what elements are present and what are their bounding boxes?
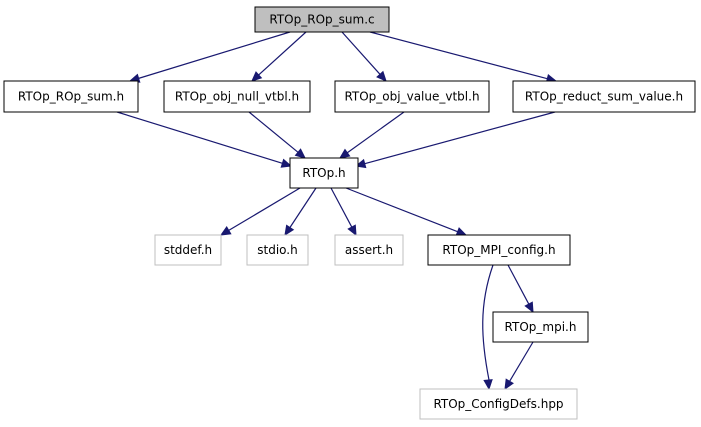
edge-n5-to-n6 [219,187,301,236]
node-box[interactable] [3,80,139,113]
edge-line [289,187,317,228]
node-box[interactable] [289,157,359,189]
node-n6[interactable]: stddef.h [154,234,222,266]
node-box[interactable] [427,234,571,266]
node-label: RTOp_mpi.h [505,320,577,334]
node-n2[interactable]: RTOp_obj_null_vtbl.h [163,80,311,113]
edge-arrowhead [219,226,232,236]
node-box[interactable] [254,6,390,33]
edge-line [507,264,530,305]
edge-arrowhead [376,70,387,82]
node-label: RTOp_MPI_config.h [442,243,555,257]
edge-n10-to-n11 [504,341,534,391]
node-label: stddef.h [164,243,212,257]
edge-n2-to-n5 [248,111,306,159]
edge-arrowhead [339,148,351,159]
node-n7[interactable]: stdio.h [246,234,309,266]
node-n8[interactable]: assert.h [334,234,404,266]
node-box[interactable] [419,388,578,420]
edge-n0-to-n1 [128,31,291,83]
edge-arrowhead [504,378,514,391]
node-n11[interactable]: RTOp_ConfigDefs.hpp [419,388,578,420]
node-n5[interactable]: RTOp.h [289,157,359,189]
edge-n9-to-n11 [482,264,494,391]
edge-arrowhead [483,379,493,391]
node-label: assert.h [345,243,393,257]
node-label: RTOp.h [302,166,345,180]
node-label: RTOp_obj_value_vtbl.h [344,90,479,104]
edge-arrowhead [524,301,534,314]
edge-n0-to-n3 [341,31,387,82]
edge-n0-to-n4 [369,31,558,84]
edge-line [116,111,283,164]
node-n10[interactable]: RTOp_mpi.h [492,311,589,343]
node-n1[interactable]: RTOp_ROp_sum.h [3,80,139,113]
edge-line [228,187,301,231]
edge-line [482,264,494,381]
node-box[interactable] [512,80,696,113]
node-label: stdio.h [257,243,297,257]
edge-line [369,31,548,80]
edge-line [346,111,405,154]
node-box[interactable] [154,234,222,266]
node-box[interactable] [334,234,404,266]
node-box[interactable] [334,80,490,113]
node-label: RTOp_ROp_sum.h [18,90,124,104]
edges-layer [116,31,558,391]
edge-n0-to-n2 [251,31,307,82]
edge-arrowhead [347,224,357,237]
edge-arrowhead [280,158,293,168]
edge-line [248,111,299,153]
edge-line [341,31,381,75]
node-label: RTOp_obj_null_vtbl.h [175,90,299,104]
node-n3[interactable]: RTOp_obj_value_vtbl.h [334,80,490,113]
node-label: RTOp_reduct_sum_value.h [525,90,683,104]
node-n9[interactable]: RTOp_MPI_config.h [427,234,571,266]
edge-n9-to-n10 [507,264,534,314]
edge-line [509,341,534,382]
edge-arrowhead [284,224,295,237]
edge-n1-to-n5 [116,111,293,168]
edge-arrowhead [294,148,306,159]
node-label: RTOp_ConfigDefs.hpp [433,397,563,411]
edge-n4-to-n5 [354,111,556,169]
edge-arrowhead [251,71,263,82]
node-box[interactable] [492,311,589,343]
edge-line [330,187,353,228]
edge-line [138,31,291,79]
node-n0[interactable]: RTOp_ROp_sum.c [254,6,390,33]
node-n4[interactable]: RTOp_reduct_sum_value.h [512,80,696,113]
node-box[interactable] [246,234,309,266]
edge-n5-to-n7 [284,187,317,237]
edge-n3-to-n5 [339,111,405,159]
edge-line [345,187,458,233]
node-box[interactable] [163,80,311,113]
edge-n5-to-n8 [330,187,357,237]
edge-arrowhead [455,227,468,236]
edge-line [258,31,307,76]
edge-line [364,111,556,165]
node-label: RTOp_ROp_sum.c [269,13,374,27]
edge-n5-to-n9 [345,187,468,236]
